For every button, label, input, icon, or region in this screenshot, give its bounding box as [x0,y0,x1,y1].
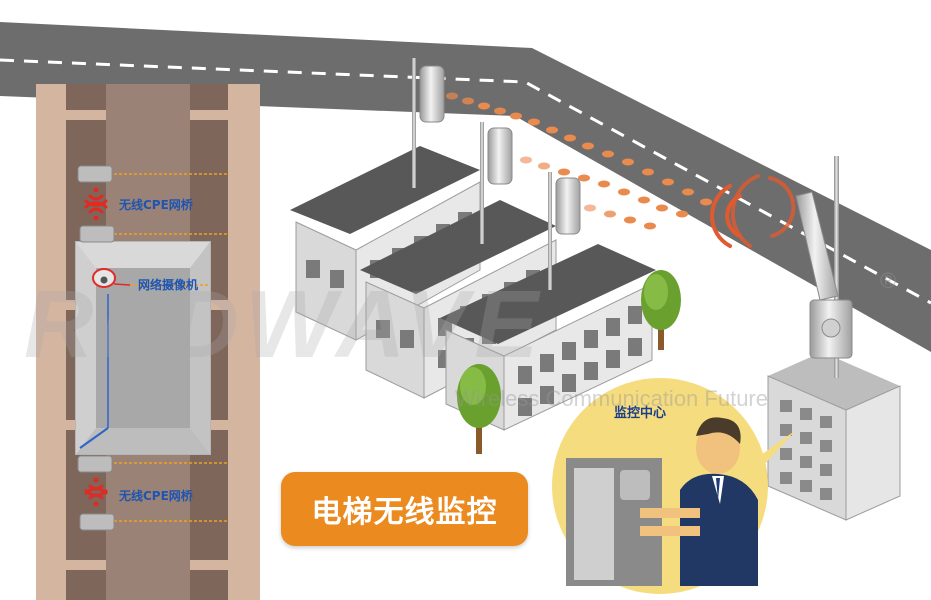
wifi-signal-icon [84,187,108,507]
elevator-car [75,241,211,455]
cpe-bridge-label-bottom: 无线CPE网桥 [119,489,193,503]
tree-icon [457,270,681,454]
network-camera-icon [92,268,131,288]
monitor-center-illustration [552,378,796,594]
network-camera-label: 网络摄像机 [138,278,199,292]
signal-dots [446,92,712,230]
cpe-bridge-label-top: 无线CPE网桥 [119,198,193,212]
monitor-building [767,156,901,521]
monitor-center-label: 监控中心 [614,406,667,421]
cpe-bridge-icon [77,165,115,531]
guide-lines [114,173,228,522]
title-badge: 电梯无线监控 [281,472,528,546]
person-icon [640,417,758,586]
antenna-icon [412,58,581,290]
wifi-signal-icon [710,174,796,248]
diagram-title: 电梯无线监控 [311,495,498,530]
building-3 [440,244,656,431]
